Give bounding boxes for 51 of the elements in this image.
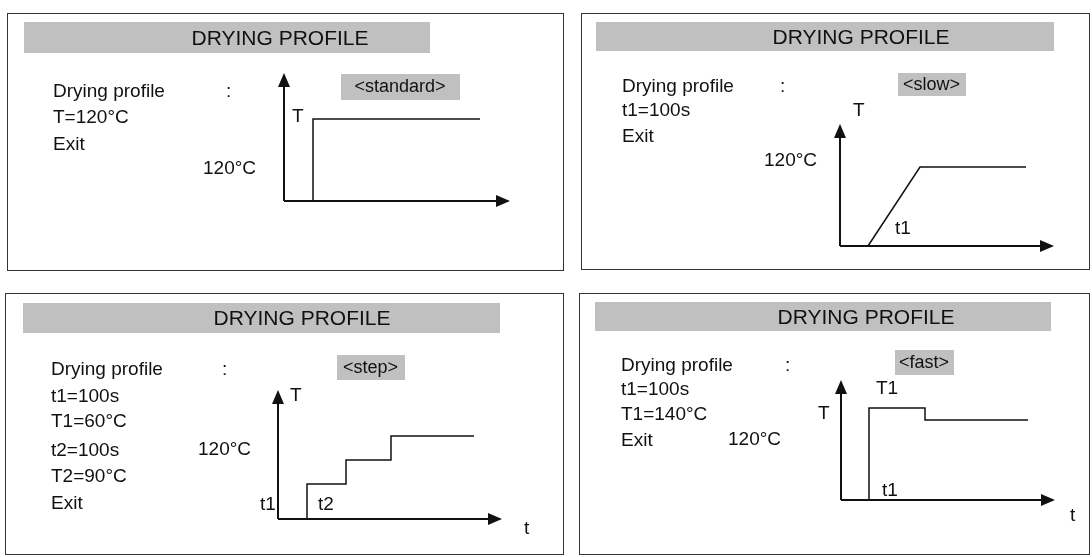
axis-label: t1 — [882, 479, 898, 501]
axis-label: 120°C — [198, 438, 252, 460]
menu-item: t2=100s — [51, 439, 120, 461]
selected-value-highlight: <standard> — [340, 73, 460, 100]
axis-label: T — [292, 105, 304, 127]
menu-item: Drying profile — [53, 80, 165, 102]
header-title: DRYING PROFILE — [772, 23, 950, 50]
axis-label: T — [853, 99, 865, 121]
header-bar — [22, 302, 500, 333]
menu-item: Drying profile — [622, 75, 734, 97]
axis-label: 120°C — [728, 428, 782, 450]
menu-item: Exit — [622, 125, 654, 147]
menu-item: T=120°C — [53, 106, 129, 128]
menu-item: t1=100s — [51, 385, 120, 407]
menu-item: Exit — [621, 429, 653, 451]
menu-item: T1=140°C — [621, 403, 708, 425]
header-bar — [23, 21, 430, 53]
selected-value-highlight: <fast> — [894, 349, 954, 375]
axis-label: t — [1070, 504, 1076, 526]
axis-label: T1 — [876, 377, 899, 399]
menu-item: t1=100s — [622, 99, 691, 121]
header-bar — [594, 301, 1051, 331]
menu-item: T2=90°C — [51, 465, 127, 487]
axis-label: T — [818, 402, 830, 424]
axis-label: t2 — [318, 493, 334, 515]
axis-label: T — [290, 384, 302, 406]
selected-value-highlight: <slow> — [897, 72, 966, 96]
header-bar — [595, 21, 1054, 51]
menu-item: Exit — [53, 133, 85, 155]
menu-separator: : — [785, 354, 791, 376]
header-title: DRYING PROFILE — [213, 304, 391, 331]
menu-item: Drying profile — [51, 358, 163, 380]
screen-panel — [581, 13, 1090, 270]
axis-label: 120°C — [764, 149, 818, 171]
menu-separator: : — [222, 358, 228, 380]
axis-label: 120°C — [203, 157, 257, 179]
selected-value-highlight: <step> — [336, 354, 405, 380]
axis-label: t1 — [895, 217, 911, 239]
menu-item: t1=100s — [621, 378, 690, 400]
header-title: DRYING PROFILE — [777, 303, 955, 330]
menu-item: T1=60°C — [51, 410, 127, 432]
header-title: DRYING PROFILE — [191, 24, 369, 51]
screen-panel — [7, 13, 564, 271]
menu-item: Drying profile — [621, 354, 733, 376]
screen-panel — [5, 293, 564, 555]
menu-separator: : — [226, 80, 232, 102]
axis-label: t — [524, 517, 530, 539]
menu-item: Exit — [51, 492, 83, 514]
axis-label: t1 — [260, 493, 276, 515]
menu-separator: : — [780, 75, 786, 97]
screen-panel — [579, 293, 1090, 555]
